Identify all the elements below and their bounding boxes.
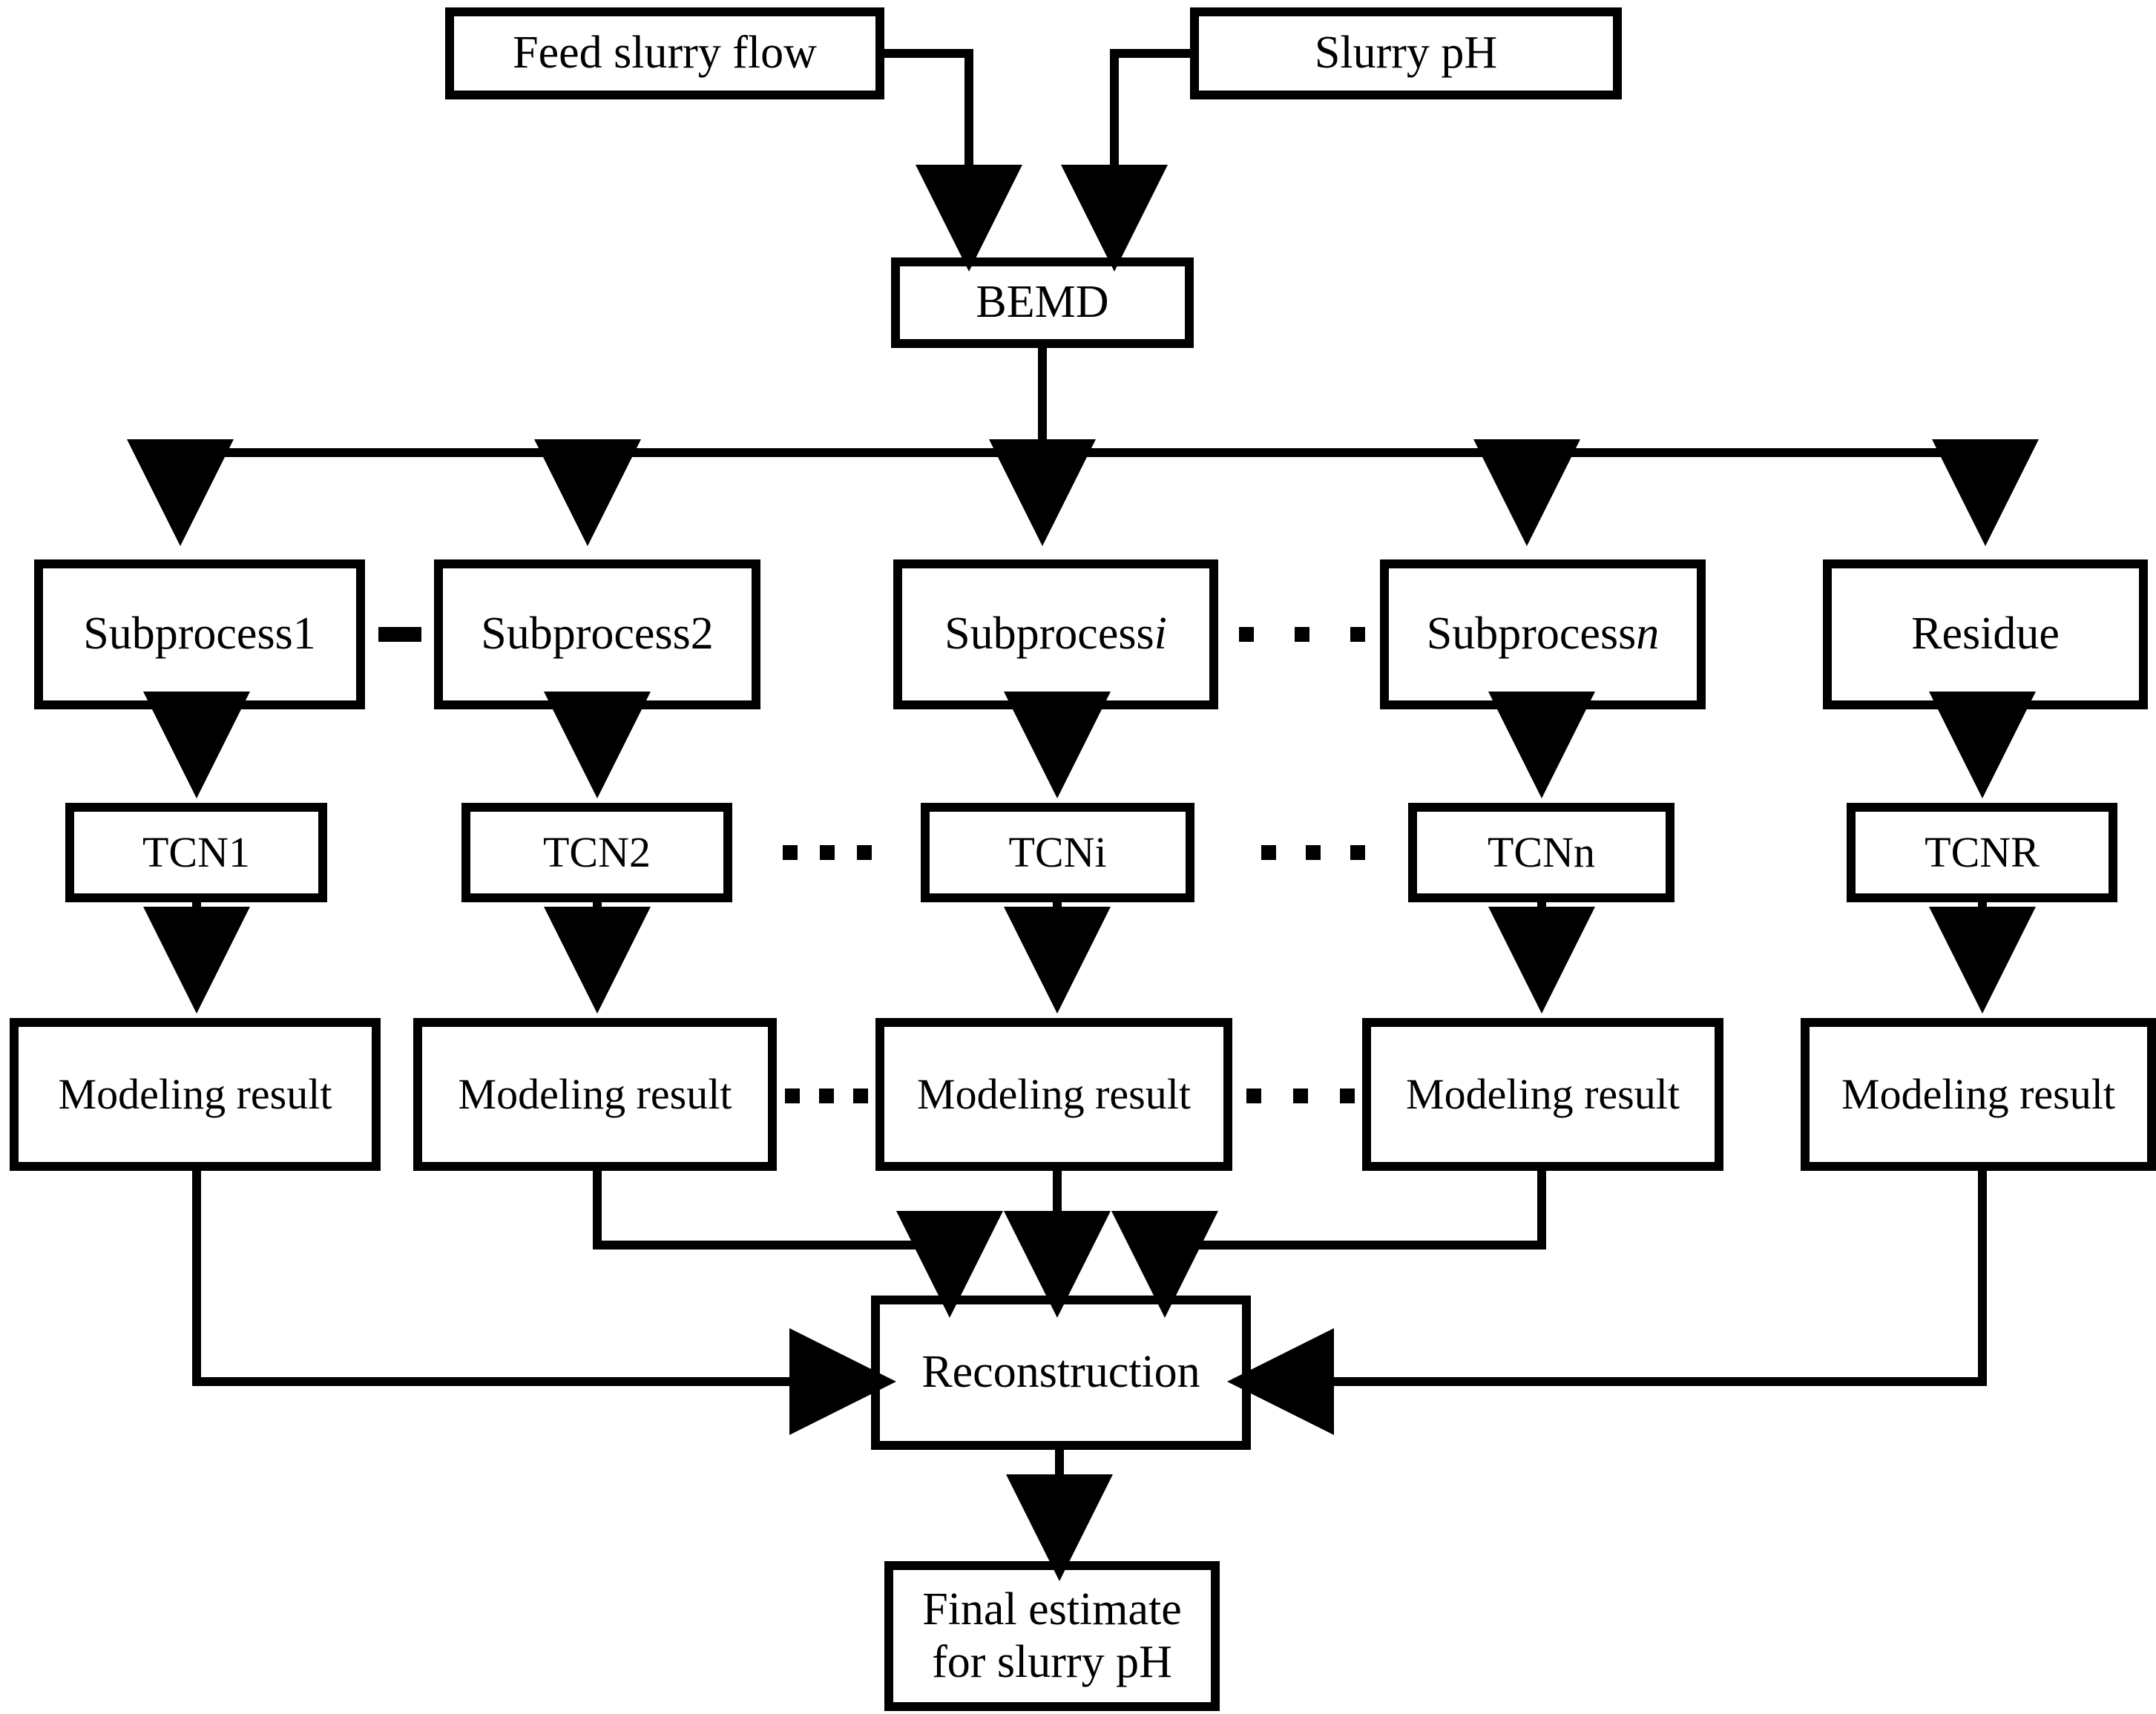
box-tcn-r [1847,803,2117,902]
box-modeling-result-1 [10,1018,381,1171]
box-slurry-ph [1190,7,1622,99]
edge-result-n-to-reconstruction [1160,1166,1546,1261]
box-subprocess-2 [434,559,760,709]
box-tcn-1 [65,803,327,902]
box-residue [1823,559,2148,709]
ellipsis-result-left [785,1089,868,1103]
box-subprocess-i [893,559,1218,709]
box-reconstruction [871,1296,1251,1450]
ellipsis-subprocess-left [378,627,421,642]
box-modeling-result-i [875,1018,1232,1171]
ellipsis-tcn-right [1261,845,1365,860]
box-tcn-i [921,803,1194,902]
box-subprocess-1 [34,559,365,709]
edge-feed-to-bemd [880,49,973,223]
edge-result-r-to-reconstruction [1289,1166,1987,1386]
ellipsis-subprocess-right [1239,627,1365,642]
box-subprocess-n [1380,559,1706,709]
box-modeling-result-r [1801,1018,2156,1171]
box-feed-slurry-flow [445,7,884,99]
edge-result-1-to-reconstruction [192,1166,831,1386]
box-tcn-n [1408,803,1674,902]
box-final-estimate [884,1561,1220,1711]
edge-result-2-to-reconstruction [593,1166,954,1261]
box-tcn-2 [461,803,732,902]
edge-ph-to-bemd [1110,49,1194,223]
ellipsis-tcn-left [783,845,872,860]
box-modeling-result-n [1362,1018,1723,1171]
box-bemd [891,257,1194,348]
box-modeling-result-2 [413,1018,777,1171]
ellipsis-result-right [1246,1089,1355,1103]
